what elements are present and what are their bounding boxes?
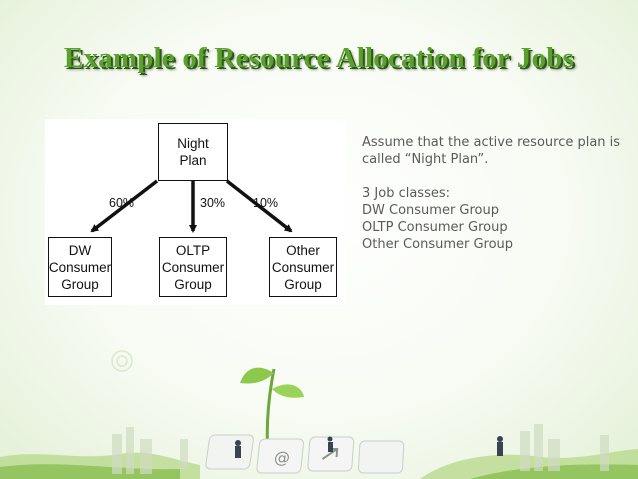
arrow-to-dw xyxy=(90,179,159,233)
keyboard-keys-decoration: @ xyxy=(205,434,405,474)
other-percent-label: 10% xyxy=(253,196,279,210)
oltp-percent-label: 30% xyxy=(200,196,226,210)
assumption-text: Assume that the active resource plan is … xyxy=(362,135,621,167)
dw-box-line-3: Group xyxy=(61,276,99,292)
night-plan-box: Night Plan xyxy=(158,123,228,181)
job-classes-heading: 3 Job classes: xyxy=(362,186,450,201)
job-class-item: Other Consumer Group xyxy=(362,237,514,252)
dw-box-line-1: DW xyxy=(68,242,92,258)
swirl-decoration xyxy=(111,350,133,372)
diagram-arrows xyxy=(90,179,293,233)
people-figures-decoration xyxy=(235,436,503,458)
resource-plan-diagram: Night Plan 60% 30% 10% DW Consumer Group… xyxy=(45,119,346,305)
explanation-text: Assume that the active resource plan is … xyxy=(362,134,622,253)
night-plan-line-1: Night xyxy=(177,136,209,151)
oltp-consumer-group-box: OLTP Consumer Group xyxy=(159,237,227,297)
oltp-box-line-1: OLTP xyxy=(175,242,211,258)
arrow-to-other xyxy=(225,179,293,233)
svg-text:@: @ xyxy=(273,448,291,467)
city-silhouette-decoration xyxy=(112,424,609,474)
night-plan-line-2: Plan xyxy=(179,153,207,168)
job-class-item: DW Consumer Group xyxy=(362,203,499,218)
other-box-line-2: Consumer xyxy=(271,259,335,275)
dw-percent-label: 60% xyxy=(109,196,135,210)
slide-title: Example of Resource Allocation for Jobs xyxy=(63,42,575,74)
other-consumer-group-box: Other Consumer Group xyxy=(269,237,337,297)
oltp-box-line-2: Consumer xyxy=(161,259,225,275)
decorative-background-scene: @ xyxy=(0,350,638,479)
dw-consumer-group-box: DW Consumer Group xyxy=(48,237,112,297)
dw-box-line-2: Consumer xyxy=(48,259,112,275)
job-class-item: OLTP Consumer Group xyxy=(362,220,508,235)
other-box-line-1: Other xyxy=(286,242,320,258)
paragraph-gap xyxy=(362,168,622,185)
other-box-line-3: Group xyxy=(284,276,322,292)
oltp-box-line-3: Group xyxy=(174,276,212,292)
